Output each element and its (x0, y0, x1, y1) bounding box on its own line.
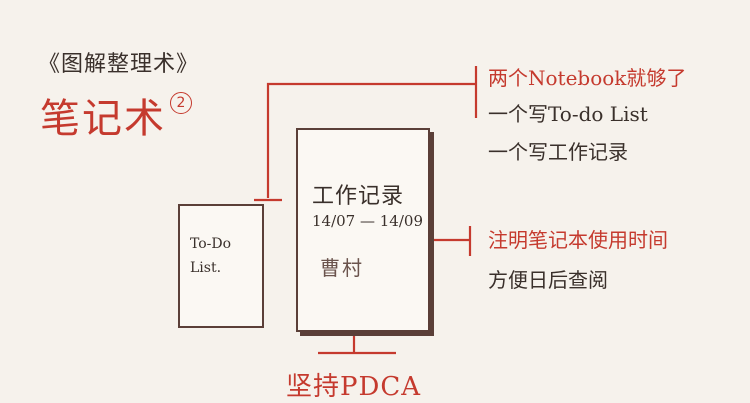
top-connector (266, 82, 476, 198)
header-title: 笔记术 (40, 96, 166, 142)
big-notebook-dates: 14/07 — 14/09 (312, 212, 423, 230)
header-subtitle: 《图解整理术》 (38, 52, 200, 77)
note-middle-1: 注明笔记本使用时间 (488, 228, 668, 252)
note-top-1: 两个Notebook就够了 (488, 66, 687, 90)
pdca-note: 坚持PDCA (286, 372, 422, 402)
big-notebook-seal: 曹村 (320, 256, 364, 280)
note-top-2: 一个写To-do List (488, 102, 648, 126)
note-middle-2: 方便日后查阅 (488, 268, 608, 292)
header-number-badge: 2 (170, 92, 192, 114)
small-notebook (178, 204, 264, 328)
big-notebook (296, 128, 430, 332)
small-notebook-label: To-Do List. (190, 236, 232, 276)
note-top-3: 一个写工作记录 (488, 140, 628, 164)
big-notebook-title: 工作记录 (312, 184, 405, 209)
